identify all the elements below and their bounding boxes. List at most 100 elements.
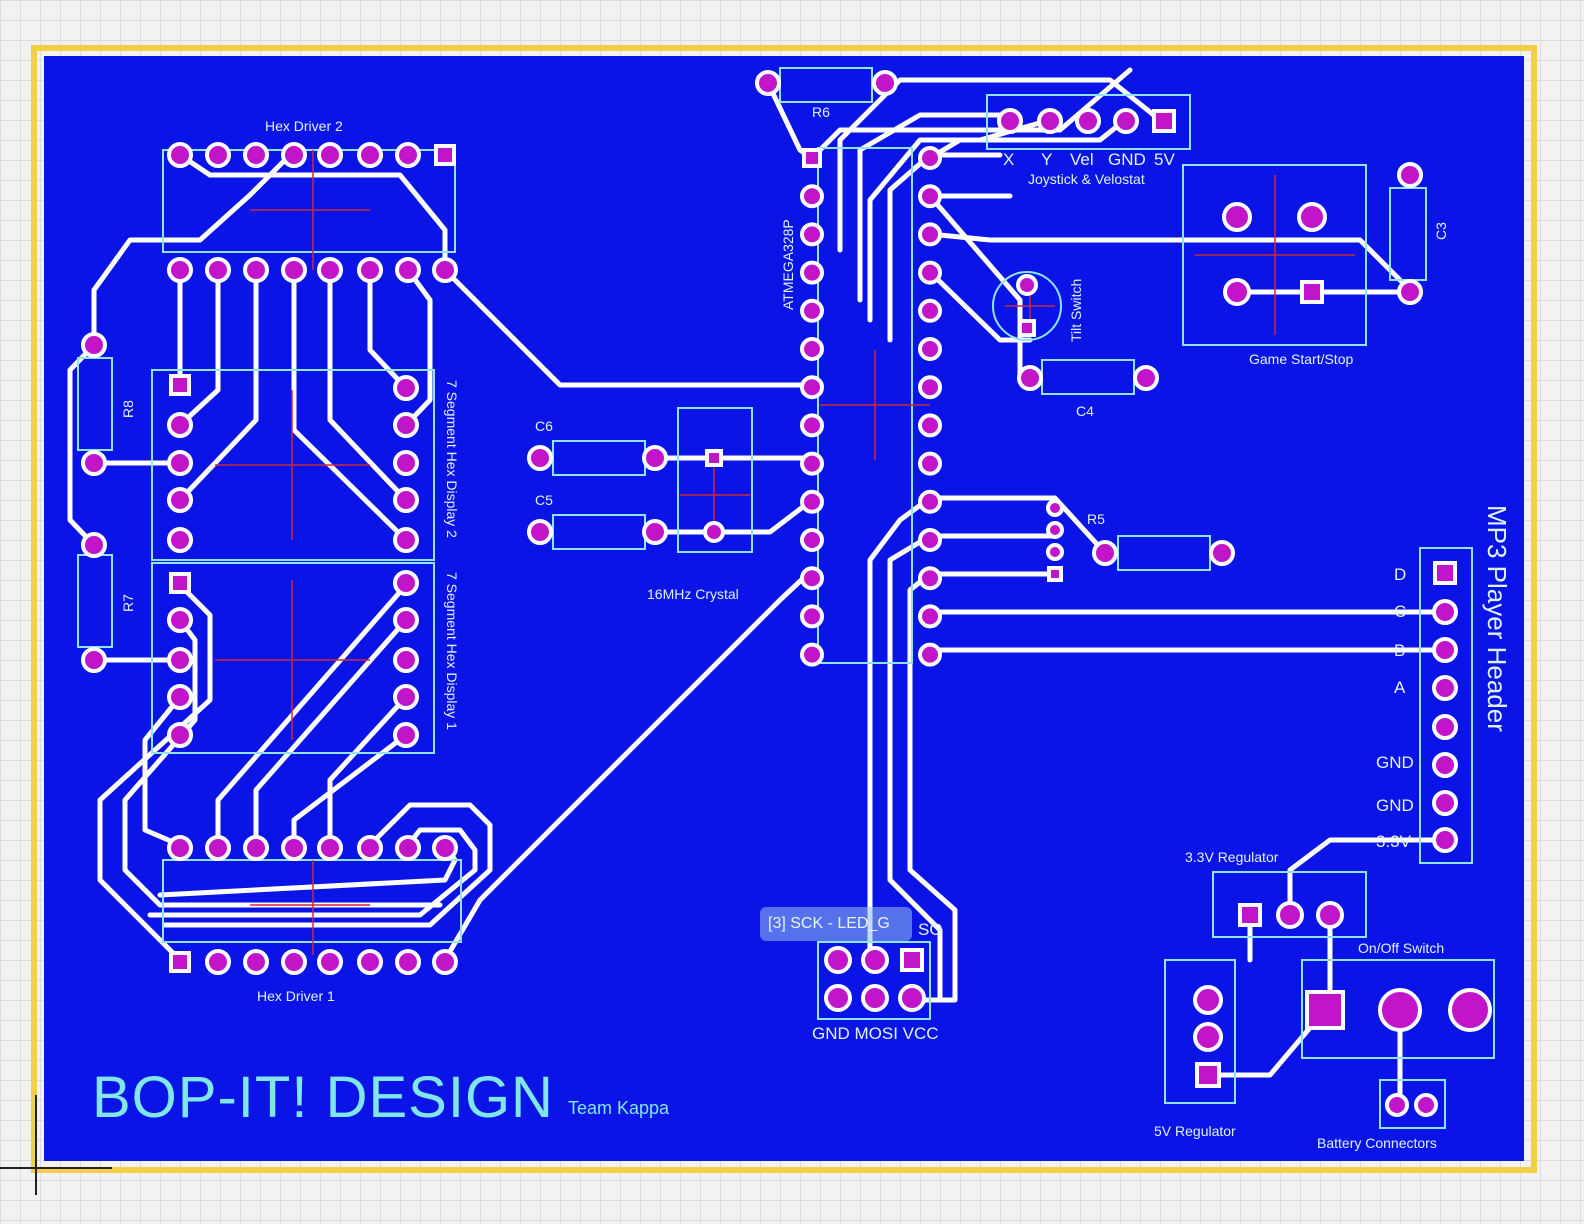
pad [1397,279,1423,305]
c6-label: C6 [535,418,553,434]
pad [1017,365,1043,391]
pad [800,184,824,209]
pad [918,566,942,591]
joystick-pin-x: X [1003,150,1015,169]
c5-label: C5 [535,492,553,508]
pad [800,298,824,323]
pad-square [1047,566,1063,582]
pad [642,519,668,545]
pad [317,142,343,168]
pad [918,489,942,514]
pad-square [900,948,924,972]
r8-label: R8 [120,400,136,418]
pad [357,257,383,283]
pad [1378,988,1422,1032]
pad [800,451,824,476]
net-tooltip: [3] SCK - LED_G [760,907,912,941]
pad [1397,162,1423,188]
pad [1037,108,1063,134]
pad [393,607,419,633]
pad [898,984,926,1012]
pad [918,375,942,400]
pad [1046,521,1064,539]
pad [395,835,421,861]
pad [800,528,824,552]
pad [824,946,852,974]
pad [1016,274,1038,296]
pad [243,949,269,975]
pad [800,375,824,400]
pad [918,184,942,209]
pad [918,528,942,552]
pad-square [1300,280,1324,304]
pad [1432,752,1458,778]
pad [918,222,942,247]
pad [1193,985,1223,1015]
pad [167,835,193,861]
pad [432,949,458,975]
hex-driver-2-label: Hex Driver 2 [265,118,343,134]
pad [281,835,307,861]
game-start-stop-label: Game Start/Stop [1249,351,1354,367]
pad [393,375,419,401]
pad [703,521,725,543]
pad [1432,790,1458,816]
pad [393,684,419,710]
pad-square [1433,561,1457,585]
pad-square [434,144,456,166]
pad [1092,540,1118,566]
pad [800,642,824,667]
r7-label: R7 [120,594,136,612]
pad [800,337,824,361]
pad [81,532,107,558]
pad [395,142,421,168]
joystick-label: Joystick & Velostat [1028,171,1145,187]
pad-square [169,951,191,973]
pad-square [1152,109,1176,133]
pad-square [1195,1062,1221,1088]
pad-square [802,148,822,168]
pad [395,949,421,975]
crystal-label: 16MHz Crystal [647,586,739,602]
pad [317,257,343,283]
mp3-header-label: MP3 Player Header [1482,505,1512,732]
display-2-label: 7 Segment Hex Display 2 [444,380,460,538]
pad-square [169,374,191,396]
pad [527,445,553,471]
reg5-label: 5V Regulator [1154,1123,1236,1139]
mp3-pin-gnd-1: GND [1376,753,1414,772]
r5-label: R5 [1087,511,1105,527]
joystick-pin-y: Y [1041,150,1053,169]
hex-driver-1-label: Hex Driver 1 [257,988,335,1004]
pad [167,647,193,673]
pad [800,260,824,285]
pads [81,70,1492,1117]
pad [1209,540,1235,566]
pad [167,412,193,438]
pad [432,257,458,283]
mp3-pin-b: B [1394,641,1406,660]
isp-header-label: GND MOSI VCC [812,1024,939,1043]
battery-connectors-label: Battery Connectors [1317,1135,1437,1151]
pad [167,722,193,748]
pad [81,332,107,358]
pad [393,412,419,438]
pad [1046,499,1064,517]
tilt-switch-label: Tilt Switch [1068,278,1084,342]
pad [317,949,343,975]
pad [1432,827,1458,853]
pad [918,337,942,361]
pad-square [1305,990,1345,1030]
joystick-pin-vel: Vel [1070,150,1094,169]
reg33-label: 3.3V Regulator [1185,849,1279,865]
pad [755,70,781,96]
pad [872,70,898,96]
team-label: Team Kappa [568,1098,670,1118]
pad [1075,108,1101,134]
pad [393,722,419,748]
pad [281,142,307,168]
pad [1276,901,1304,929]
traces [67,67,1448,1108]
pad [997,108,1023,134]
